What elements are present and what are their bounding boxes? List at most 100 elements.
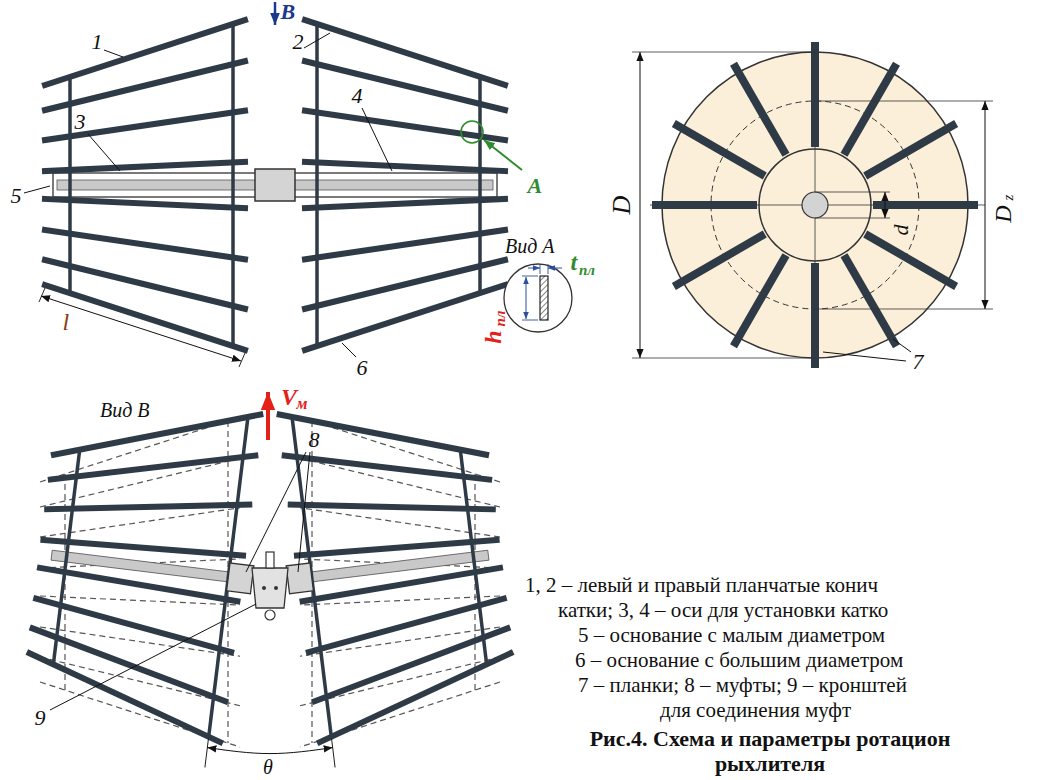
- leader-line: [342, 343, 356, 357]
- velocity-subscript: м: [297, 396, 308, 412]
- extension-line: [548, 264, 549, 274]
- leader-line: [50, 604, 256, 710]
- slat: [51, 431, 255, 504]
- bolt: [262, 586, 266, 590]
- base-ring: [460, 450, 486, 665]
- leader-line: [298, 452, 310, 572]
- end-view: [650, 42, 985, 368]
- dimension-line: [41, 296, 241, 361]
- dimension-line: [528, 268, 540, 269]
- extension-line: [815, 309, 993, 310]
- angle-label: θ: [263, 757, 273, 777]
- callout-number: 5: [11, 185, 22, 207]
- callout-number: 7: [913, 351, 924, 373]
- slat: [45, 285, 245, 350]
- slat: [305, 20, 505, 85]
- slat: [865, 234, 956, 287]
- legend-line: для соединения муфт: [660, 700, 851, 721]
- leader-line: [823, 352, 906, 361]
- detail-frame: [504, 264, 572, 332]
- legend-line: катки; 3, 4 – оси для установки катко: [558, 600, 888, 621]
- slat: [33, 599, 235, 652]
- detail-circle: [461, 121, 483, 143]
- callout-number: 2: [293, 31, 304, 53]
- slat: [45, 20, 245, 85]
- muff: [227, 563, 254, 594]
- slat: [280, 390, 486, 479]
- extension-line: [522, 276, 538, 277]
- extension-line: [39, 288, 45, 302]
- top-view: [18, 390, 521, 770]
- leader-line: [304, 33, 330, 48]
- leader-line: [24, 186, 50, 193]
- extension-line: [815, 101, 993, 102]
- slat: [40, 458, 240, 507]
- slat: [844, 255, 897, 346]
- extension-line: [632, 358, 815, 359]
- dimension-subscript: z: [1001, 194, 1016, 200]
- slat: [45, 111, 245, 140]
- slat: [45, 61, 245, 110]
- slat: [291, 480, 493, 533]
- velocity-label: V: [281, 385, 297, 409]
- leader-line: [88, 134, 120, 171]
- extension-line: [540, 264, 541, 274]
- slat: [305, 230, 505, 259]
- callout-number: 8: [309, 429, 320, 451]
- leader-line: [893, 339, 911, 352]
- slat: [312, 653, 518, 742]
- base-ring: [68, 77, 72, 293]
- front-view: [45, 20, 505, 350]
- slat: [22, 653, 228, 742]
- slat: [674, 234, 765, 287]
- slat: [652, 201, 757, 209]
- dimension-label: h: [480, 330, 504, 343]
- right-roller: [268, 390, 522, 770]
- slat: [305, 162, 505, 171]
- shaft-section: [802, 192, 828, 218]
- legend-line: 5 – основание с малым диаметром: [578, 625, 885, 646]
- dimension-label: t: [571, 250, 578, 274]
- slat-section: [540, 276, 548, 320]
- slat: [45, 230, 245, 259]
- dimension-line: [548, 268, 562, 269]
- extension-line: [632, 52, 815, 53]
- leader-line: [362, 108, 392, 171]
- slat: [300, 458, 500, 507]
- view-arrow: [274, 2, 277, 25]
- slat: [305, 111, 505, 140]
- bracket: [252, 568, 288, 608]
- view-label: А: [528, 175, 543, 197]
- extension-line: [522, 320, 538, 321]
- bolt: [274, 586, 278, 590]
- extension-line: [815, 218, 890, 219]
- muff: [286, 563, 313, 594]
- slat: [734, 64, 787, 155]
- slat: [811, 42, 819, 147]
- slat: [305, 599, 507, 652]
- slat: [47, 480, 249, 533]
- slat: [844, 64, 897, 155]
- slat: [45, 162, 245, 171]
- slat: [305, 61, 505, 110]
- dimension-subscript: пл: [493, 310, 508, 326]
- dimension-label: D: [990, 205, 1014, 222]
- dimension-label: l: [63, 310, 70, 334]
- figure-caption: Рис.4. Схема и параметры ротацион рыхлит…: [570, 726, 970, 776]
- slat: [305, 260, 505, 309]
- dimension-subscript: пл: [579, 263, 595, 278]
- view-title: Вид А: [505, 236, 555, 256]
- slat: [734, 255, 787, 346]
- callout-number: 6: [357, 357, 368, 379]
- slat: [45, 199, 245, 208]
- legend-line: 1, 2 – левый и правый планчатые конич: [525, 575, 878, 596]
- leader-line: [104, 50, 123, 57]
- dimension-line: [526, 277, 527, 319]
- view-title: Вид В: [100, 400, 150, 420]
- extension-line: [239, 353, 245, 367]
- callout-number: 3: [75, 111, 86, 133]
- slat: [873, 201, 978, 209]
- slat: [674, 124, 765, 177]
- slat: [39, 568, 239, 601]
